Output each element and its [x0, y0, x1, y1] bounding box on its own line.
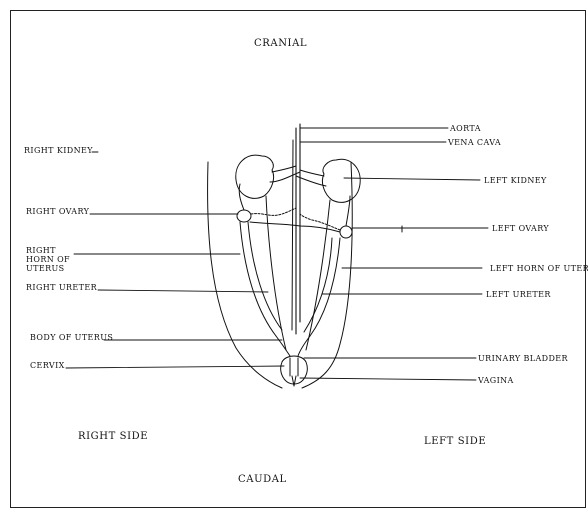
left-ovarian-ligament	[346, 196, 350, 226]
left-uterine-horn-outer	[310, 238, 340, 336]
label-urinary-bladder: URINARY BLADDER	[478, 354, 568, 363]
vagina	[292, 376, 296, 386]
label-left-kidney: LEFT KIDNEY	[484, 176, 547, 185]
right-side-label: RIGHT SIDE	[78, 432, 148, 441]
right-ovary	[237, 210, 251, 222]
label-cervix: CERVIX	[30, 361, 65, 370]
leader-right-ureter	[98, 290, 268, 292]
label-right-ureter: RIGHT URETER	[26, 283, 97, 292]
urinary-bladder	[281, 356, 308, 384]
label-left-horn-of-uterus: LEFT HORN OF UTERUS	[490, 264, 588, 273]
left-uterine-horn-inner	[304, 238, 332, 332]
left-side-label: LEFT SIDE	[424, 437, 486, 446]
cranial-label: CRANIAL	[254, 39, 307, 48]
label-right-kidney: RIGHT KIDNEY	[24, 146, 93, 155]
label-aorta: AORTA	[450, 124, 481, 133]
left-ovary	[340, 226, 352, 238]
label-right-horn-of-uterus: RIGHT HORN OF UTERUS	[26, 246, 80, 273]
leader-lines	[66, 128, 488, 380]
right-kidney	[236, 155, 274, 198]
label-left-ureter: LEFT URETER	[486, 290, 551, 299]
right-ureter	[266, 196, 286, 350]
aorta-inner	[292, 140, 293, 330]
leader-vagina	[300, 378, 476, 380]
label-body-of-uterus: BODY OF UTERUS	[30, 333, 113, 342]
uterine-body	[276, 336, 310, 356]
right-ovarian-ligament	[239, 184, 244, 210]
leader-left-kidney	[344, 178, 480, 180]
caudal-label: CAUDAL	[238, 475, 287, 484]
cervix	[290, 358, 298, 376]
label-left-ovary: LEFT OVARY	[492, 224, 549, 233]
right-uterine-horn-inner	[248, 222, 282, 330]
label-right-ovary: RIGHT OVARY	[26, 207, 89, 216]
right-ovarian-vessels	[251, 208, 296, 215]
label-vagina: VAGINA	[478, 376, 514, 385]
label-vena-cava: VENA CAVA	[448, 138, 501, 147]
left-ureter	[306, 200, 330, 350]
left-kidney	[322, 159, 360, 202]
